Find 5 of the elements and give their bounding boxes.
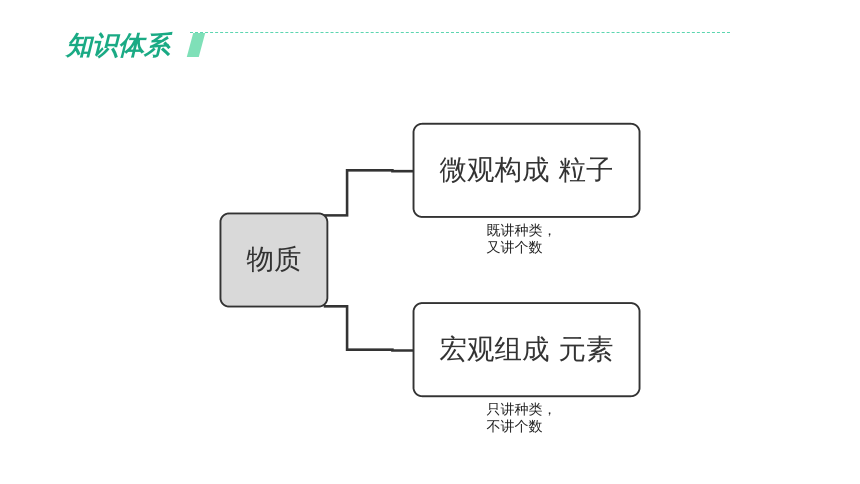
connector xyxy=(324,169,414,217)
title: 知识体系 xyxy=(66,28,170,63)
connector xyxy=(324,305,414,352)
node-note: 只讲种类，不讲个数 xyxy=(486,402,558,436)
node-note: 既讲种类，又讲个数 xyxy=(486,222,558,257)
